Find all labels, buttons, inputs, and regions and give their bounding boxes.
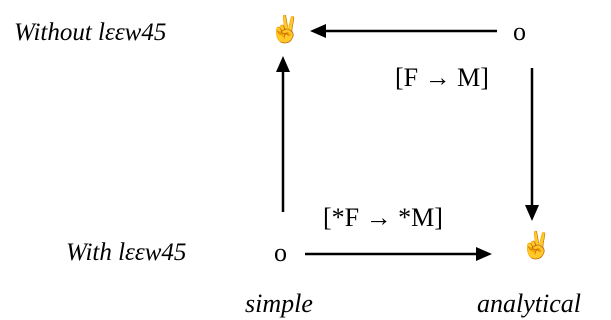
arrow-right: [525, 68, 539, 221]
node-top-right: o: [513, 17, 526, 46]
column-label-simple: simple: [245, 289, 313, 318]
arrow-label-bottom: [*F → *M]: [323, 203, 443, 232]
node-top-left-symbol: ✌: [269, 15, 302, 44]
column-label-analytical: analytical: [477, 289, 581, 318]
node-bottom-right-symbol: ✌: [520, 231, 553, 260]
node-bottom-left: o: [274, 238, 287, 267]
arrow-label-right: [F → M]: [395, 63, 489, 92]
arrow-left: [276, 56, 290, 212]
row-label-without: Without lεεw45: [14, 19, 167, 46]
arrow-top: [310, 24, 497, 38]
arrow-bottom: [305, 247, 492, 261]
row-label-with: With lεεw45: [66, 239, 187, 266]
